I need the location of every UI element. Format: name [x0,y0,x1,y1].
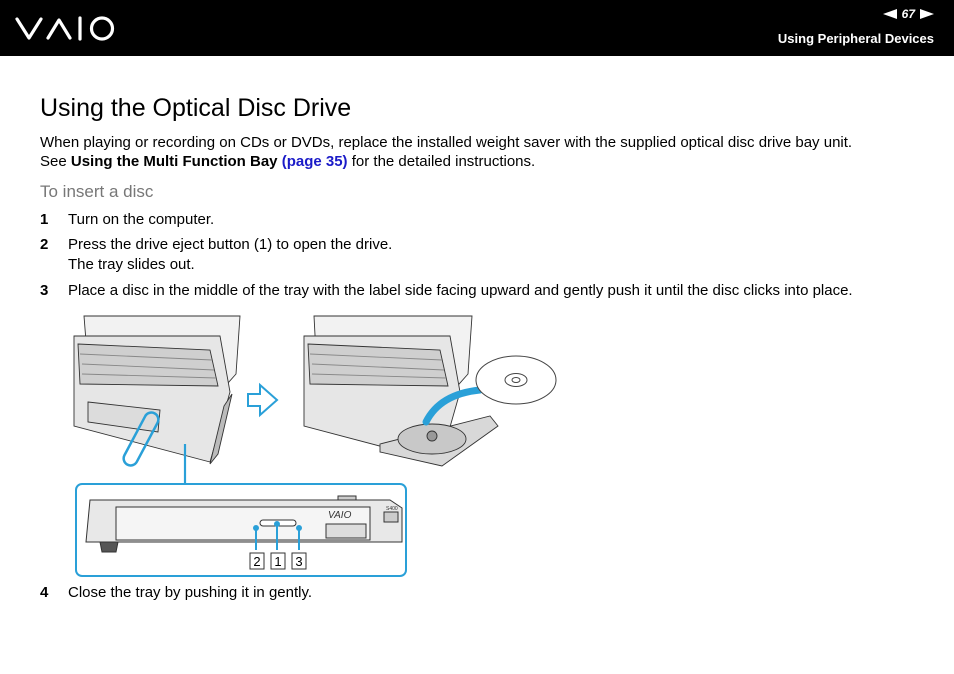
page-number: 67 [901,7,915,21]
front-panel-zoom-frame [75,483,407,577]
step-number: 2 [40,236,49,253]
laptop-open-tray-illustration [303,315,499,467]
step-text-continued: The tray slides out. [68,256,195,273]
callout-box-3 [291,552,307,570]
laptop-closed-drive-illustration [73,315,241,465]
port-label: S400 [386,506,398,512]
drive-vaio-logo: VAIO [328,510,352,521]
vaio-logo [15,16,115,41]
page-reference-link[interactable]: (page 35) [281,153,348,170]
intro-line-1: When playing or recording on CDs or DVDs… [40,134,853,151]
disc-insertion-illustration: VAIO S400 2 1 3 [73,315,557,577]
intro-see: See [40,153,71,170]
drive-front-panel [85,495,403,553]
intro-paragraph: When playing or recording on CDs or DVDs… [40,133,940,171]
right-arrow-icon [247,382,279,418]
callout-box-1 [270,552,286,570]
page-title: Using the Optical Disc Drive [40,94,352,122]
callout-label-2: 2 [253,554,260,569]
callout-leaders [253,521,302,550]
step-number: 1 [40,211,49,228]
reference-title: Using the Multi Function Bay [70,153,278,170]
step-text: Close the tray by pushing it in gently. [68,584,313,601]
subheading: To insert a disc [40,182,154,201]
callout-label-1: 1 [274,554,281,569]
step-number: 3 [40,282,49,299]
previous-page-arrow-icon[interactable] [882,9,897,19]
step-text: Press the drive eject button (1) to open… [68,236,393,253]
intro-tail: for the detailed instructions. [347,153,536,170]
disc-icon [475,355,557,405]
next-page-arrow-icon[interactable] [920,9,934,19]
step-number: 4 [40,584,49,601]
page-navigation: 67 [882,7,934,21]
insertion-arrow-icon [422,386,484,426]
section-title: Using Peripheral Devices [777,31,934,46]
drive-highlight-oval [122,411,160,467]
page-header: 67 Using Peripheral Devices [0,0,954,56]
step-text: Turn on the computer. [68,211,215,228]
callout-label-3: 3 [295,554,302,569]
step-text: Place a disc in the middle of the tray w… [68,282,853,299]
callout-box-2 [249,552,265,570]
